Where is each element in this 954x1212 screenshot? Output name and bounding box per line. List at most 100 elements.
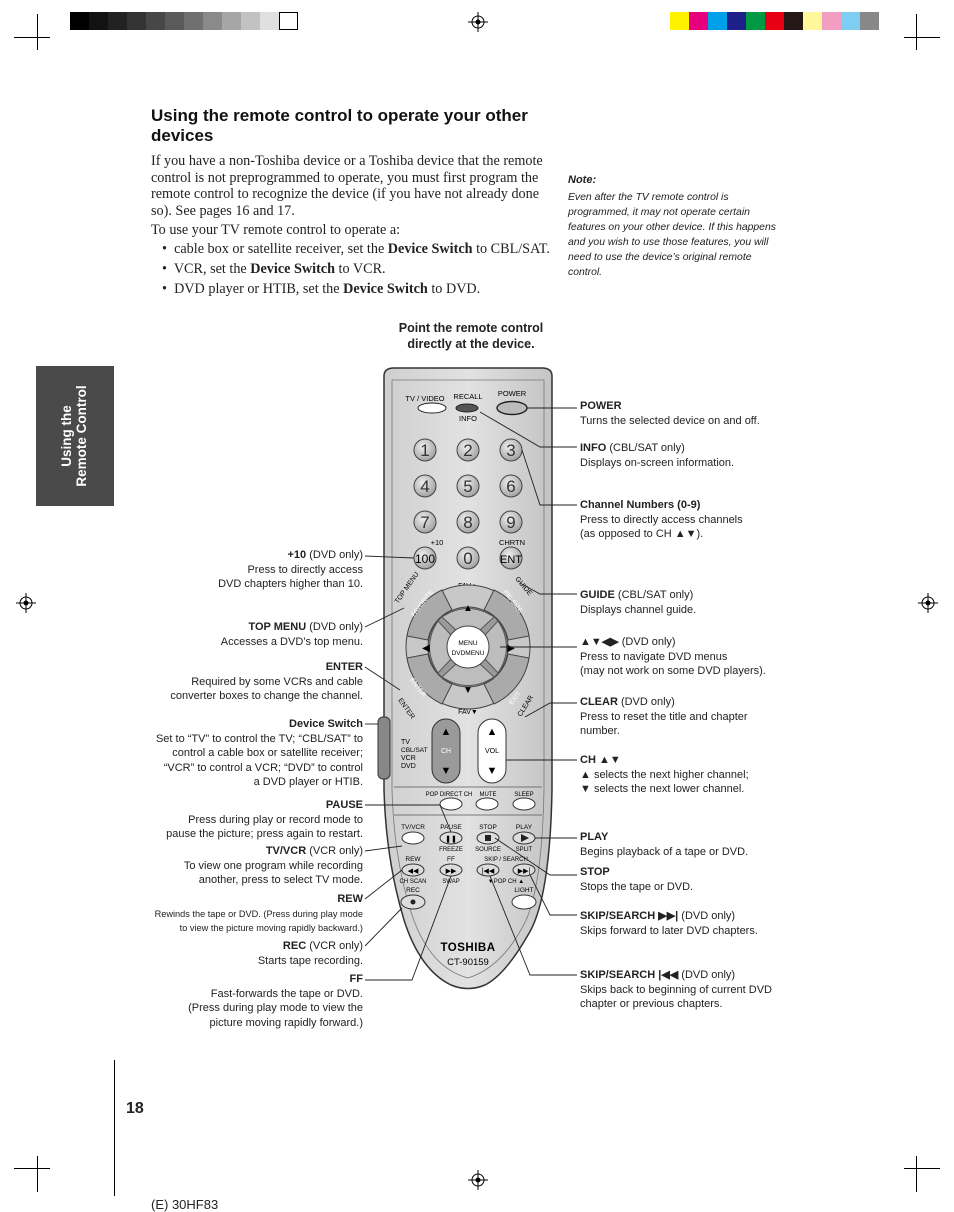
use-intro: To use your TV remote control to operate…	[151, 222, 401, 238]
vol-up-icon: ▲	[487, 726, 498, 738]
skip-label: SKIP / SEARCH	[484, 857, 528, 863]
play-callout: PLAY Begins playback of a tape or DVD.	[580, 831, 749, 858]
bullet-cable: • cable box or satellite receiver, set t…	[162, 241, 550, 257]
registration-mark-icon	[468, 1170, 488, 1190]
intro-paragraph: If you have a non-Toshiba device or a To…	[151, 153, 543, 219]
ff-icon: ▶▶	[446, 868, 457, 875]
rec-icon	[410, 899, 416, 905]
digit-label-8: 8	[463, 513, 472, 532]
stop-label: STOP	[479, 824, 497, 831]
section-tab	[36, 366, 114, 506]
rew-callout: REW Rewinds the tape or DVD. (Press duri…	[154, 893, 363, 933]
digit-label-1: 1	[420, 441, 429, 460]
ch-rocker[interactable]	[431, 718, 461, 784]
favorite-button[interactable]	[406, 589, 453, 641]
rew-icon: ◀◀	[408, 868, 419, 875]
digit-key-2[interactable]	[456, 438, 480, 462]
digit-label-5: 5	[463, 477, 472, 496]
ch-label: CH	[441, 748, 451, 755]
digit-key-7[interactable]	[413, 510, 437, 534]
sleep-button[interactable]	[512, 797, 536, 811]
ch-callout: CH ▲▼ ▲ selects the next higher channel;…	[580, 754, 749, 795]
device-switch[interactable]	[377, 716, 391, 780]
number-keypad: 1 2 3 4 5 6 7 8 9	[413, 438, 523, 534]
freeze-label: FREEZE	[439, 847, 463, 853]
digit-key-4[interactable]	[413, 474, 437, 498]
power-label: POWER	[498, 389, 527, 398]
vol-label: VOL	[485, 748, 499, 755]
stop-callout: STOP Stops the tape or DVD.	[580, 866, 694, 893]
skip-forward-icon: ▶▶|	[518, 868, 531, 875]
arrow-right-icon: ▶	[507, 643, 515, 654]
switch-vcr-label: VCR	[401, 755, 416, 762]
digit-key-1[interactable]	[413, 438, 437, 462]
menu-button[interactable]	[446, 625, 490, 669]
tv-video-label: TV / VIDEO	[405, 394, 444, 403]
recall-button[interactable]	[455, 403, 479, 413]
light-button[interactable]	[511, 894, 537, 910]
sleep-label: SLEEP	[514, 792, 533, 798]
menu-label: MENU	[458, 640, 477, 647]
channel-numbers-callout: Channel Numbers (0-9) Press to directly …	[580, 499, 743, 540]
fav-down-label: FAV▼	[458, 709, 478, 716]
vol-rocker[interactable]	[477, 718, 507, 784]
light-label: LIGHT	[514, 887, 533, 894]
tvvcr-label: TV/VCR	[401, 824, 425, 831]
chrtn-label: CHRTN	[499, 538, 525, 547]
digit-key-9[interactable]	[499, 510, 523, 534]
page-number: 18	[126, 1100, 144, 1117]
pause-label: PAUSE	[440, 824, 462, 831]
info-callout: INFO (CBL/SAT only) Displays on-screen i…	[580, 442, 735, 469]
ff-callout: FF Fast-forwards the tape or DVD.(Press …	[188, 973, 363, 1029]
vol-down-icon: ▼	[487, 765, 498, 777]
split-label: SPLIT	[516, 847, 533, 853]
swap-label: SWAP	[442, 879, 459, 885]
skip-forward-button[interactable]	[512, 863, 536, 877]
digit-key-6[interactable]	[499, 474, 523, 498]
clear-callout: CLEAR (DVD only) Press to reset the titl…	[580, 696, 748, 737]
enter-button[interactable]	[406, 653, 453, 705]
digit-label-3: 3	[506, 441, 515, 460]
digit-label-9: 9	[506, 513, 515, 532]
guide-callout: GUIDE (CBL/SAT only) Displays channel gu…	[580, 589, 697, 616]
switch-tv-label: TV	[401, 739, 410, 746]
chscan-label: CH SCAN	[399, 879, 426, 885]
stop-icon	[485, 835, 491, 841]
tvvcr-callout: TV/VCR (VCR only) To view one program wh…	[183, 845, 363, 886]
play-icon	[521, 834, 529, 842]
skip-back-icon: |◀◀	[482, 868, 495, 875]
digit-label-0: 0	[463, 549, 472, 568]
mute-button[interactable]	[475, 797, 499, 811]
pause-callout: PAUSE Press during play or record mode t…	[166, 799, 363, 840]
ch-down-icon: ▼	[441, 765, 452, 777]
digit-key-8[interactable]	[456, 510, 480, 534]
bullet-vcr: • VCR, set the Device Switch to VCR.	[162, 261, 386, 277]
pop-direct-button[interactable]	[439, 797, 463, 811]
top-menu-callout: TOP MENU (DVD only) Accesses a DVD’s top…	[220, 621, 363, 648]
ent-key[interactable]	[499, 546, 523, 570]
device-bullets: • cable box or satellite receiver, set t…	[162, 241, 550, 301]
mute-label: MUTE	[480, 792, 497, 798]
tv-video-button[interactable]	[417, 402, 447, 414]
skip-back-button[interactable]	[476, 863, 500, 877]
model-number: CT-90159	[447, 957, 489, 968]
dvdmenu-label: DVDMENU	[452, 650, 485, 657]
digit-label-4: 4	[420, 477, 429, 496]
recall-label: RECALL	[453, 392, 482, 401]
digit-key-5[interactable]	[456, 474, 480, 498]
ch-up-icon: ▲	[441, 726, 452, 738]
info-label: INFO	[459, 414, 477, 423]
ff-label: FF	[447, 856, 455, 863]
digit-label-7: 7	[420, 513, 429, 532]
power-callout: POWER Turns the selected device on and o…	[580, 400, 760, 427]
ent-label: ENT	[500, 554, 522, 566]
digit-key-0[interactable]	[456, 546, 480, 570]
tvvcr-button[interactable]	[401, 831, 425, 845]
registration-mark-icon	[468, 12, 488, 32]
footer-model: (E) 30HF83	[151, 1197, 219, 1212]
rec-callout: REC (VCR only) Starts tape recording.	[257, 940, 363, 967]
power-button[interactable]	[496, 400, 528, 416]
